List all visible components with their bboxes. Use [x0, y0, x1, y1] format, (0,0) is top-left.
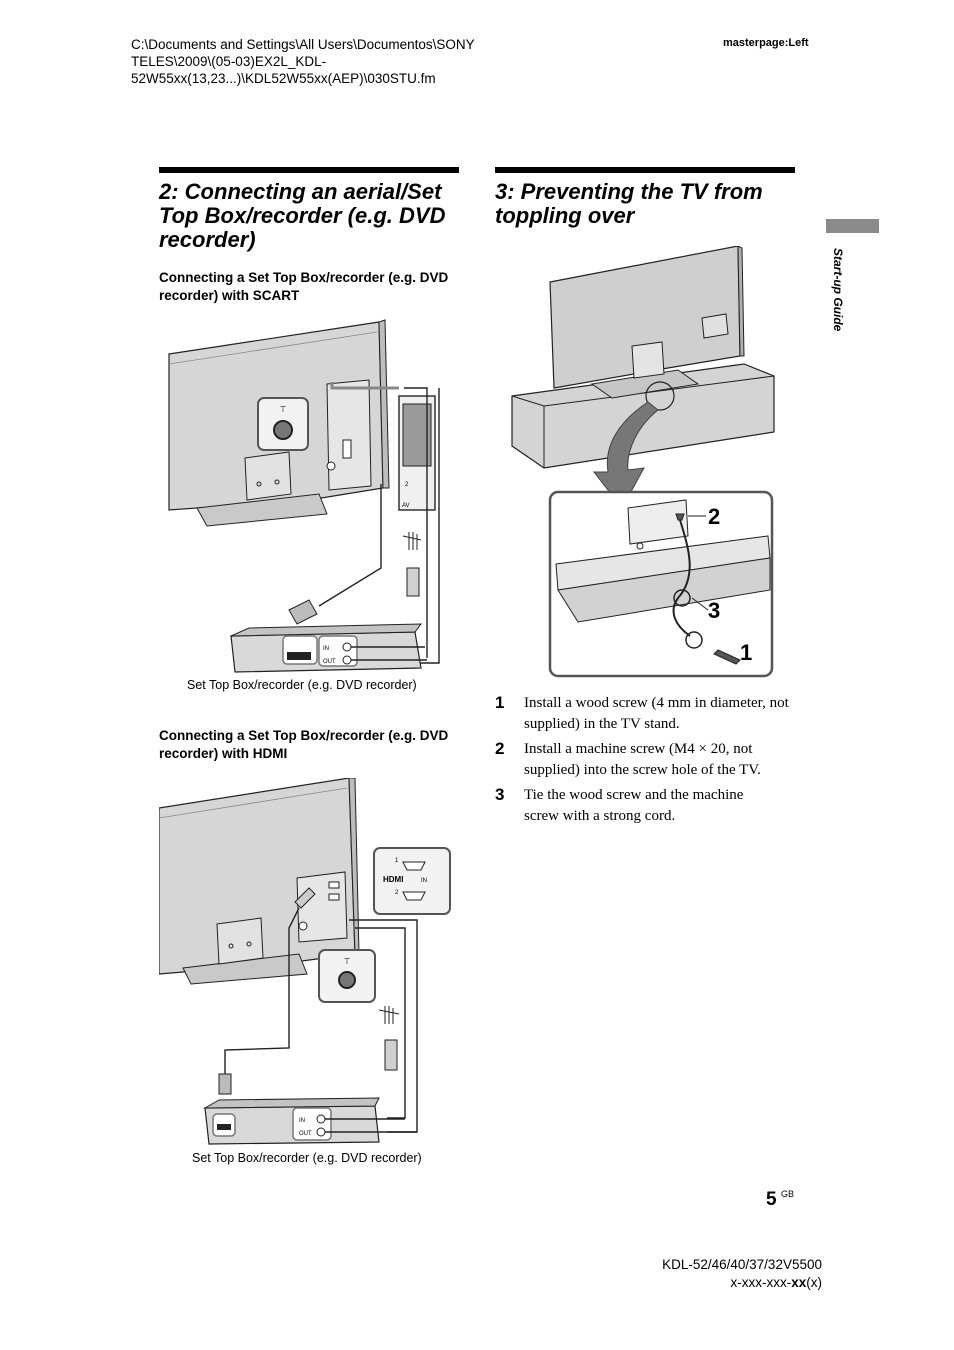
document-code-prefix: x-xxx-xxx- — [730, 1275, 792, 1290]
callout-number: 2 — [708, 504, 720, 529]
step-list: 1 Install a wood screw (4 mm in diameter… — [495, 693, 795, 827]
page-number: 5 — [766, 1189, 777, 1210]
document-code-bold: xx — [791, 1275, 807, 1290]
anti-topple-illustration: 2 3 1 — [511, 246, 775, 678]
document-code-suffix: (x) — [806, 1275, 822, 1290]
step-number: 2 — [495, 739, 505, 758]
step-number: 1 — [495, 693, 505, 712]
section-rule — [495, 167, 795, 173]
hdmi-connection-illustration: 1 HDMI IN 2 ⊤ IN OUT — [159, 778, 451, 1145]
hdmi-out-jack-label: OUT — [299, 1131, 312, 1137]
scart-connection-illustration: ⊤ 2 AV IN OUT — [168, 319, 440, 673]
step-text: Install a wood screw (4 mm in diameter, … — [524, 695, 789, 732]
scart-port-number: 2 — [405, 482, 409, 488]
step-item: 3 Tie the wood screw and the machine scr… — [495, 785, 795, 827]
svg-text:⊤: ⊤ — [280, 405, 287, 414]
step-item: 1 Install a wood screw (4 mm in diameter… — [495, 693, 795, 735]
model-number: KDL-52/46/40/37/32V5500 — [662, 1257, 822, 1272]
scart-out-label: OUT — [323, 659, 336, 665]
side-tab-marker — [826, 219, 879, 233]
step-number: 3 — [495, 785, 505, 804]
file-path-line: 52W55xx(13,23...)\KDL52W55xx(AEP)\030STU… — [131, 71, 436, 86]
file-path-line: C:\Documents and Settings\All Users\Docu… — [131, 37, 475, 52]
page-suffix: GB — [781, 1189, 795, 1199]
svg-text:⊤: ⊤ — [344, 957, 351, 966]
section-3-title: 3: Preventing the TV from toppling over — [495, 179, 763, 228]
scart-heading: Connecting a Set Top Box/recorder (e.g. … — [159, 270, 449, 303]
hdmi-caption: Set Top Box/recorder (e.g. DVD recorder) — [192, 1151, 422, 1165]
file-path-line: TELES\2009\(05-03)EX2L_KDL- — [131, 54, 327, 69]
hdmi-port-2-number: 2 — [395, 890, 399, 896]
page-number-block: 5 GB — [766, 1189, 794, 1211]
document-code: x-xxx-xxx-xx(x) — [662, 1274, 822, 1292]
step-item: 2 Install a machine screw (M4 × 20, not … — [495, 739, 795, 781]
scart-in-label: IN — [323, 646, 329, 652]
step-text: Tie the wood screw and the machine screw… — [524, 787, 744, 824]
step-text: Install a machine screw (M4 × 20, not su… — [524, 741, 761, 778]
callout-number: 3 — [708, 598, 720, 623]
model-footer: KDL-52/46/40/37/32V5500 x-xxx-xxx-xx(x) — [662, 1256, 822, 1292]
hdmi-in-label: IN — [421, 878, 427, 884]
file-path-header: C:\Documents and Settings\All Users\Docu… — [131, 36, 551, 87]
scart-caption: Set Top Box/recorder (e.g. DVD recorder) — [187, 678, 417, 692]
hdmi-logo: HDMI — [383, 875, 403, 884]
hdmi-heading: Connecting a Set Top Box/recorder (e.g. … — [159, 728, 449, 761]
hdmi-in-jack-label: IN — [299, 1118, 305, 1124]
scart-av-label: AV — [402, 503, 410, 509]
hdmi-port-1-number: 1 — [395, 858, 399, 864]
side-tab-label: Start-up Guide — [831, 248, 845, 332]
section-2-title: 2: Connecting an aerial/Set Top Box/reco… — [159, 179, 446, 252]
masterpage-label: masterpage:Left — [723, 37, 809, 49]
callout-number: 1 — [740, 640, 752, 665]
section-rule — [159, 167, 459, 173]
